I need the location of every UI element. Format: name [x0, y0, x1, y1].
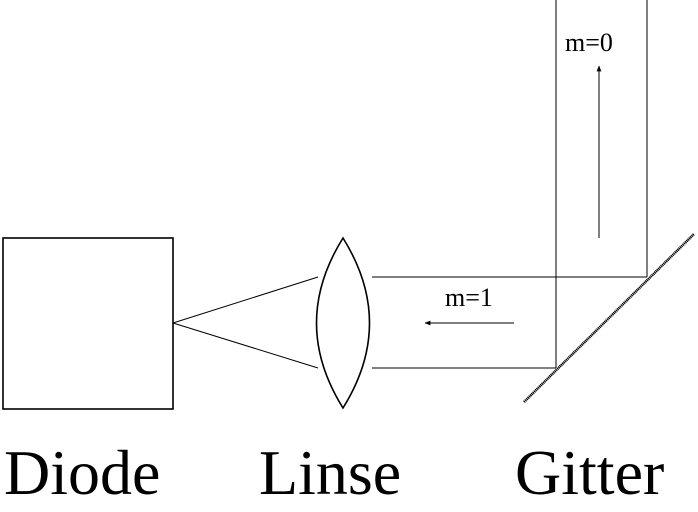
lens-label: Linse: [259, 437, 401, 508]
order-one-label: m=1: [445, 283, 493, 312]
diode-box: [2, 237, 174, 410]
diverging-beam-top: [172, 276, 319, 324]
grating-label: Gitter: [515, 437, 664, 508]
order-zero-label: m=0: [565, 28, 613, 57]
lens: [315, 236, 371, 410]
diverging-beam-bottom: [172, 322, 319, 369]
grating: [523, 233, 695, 403]
diode-label: Diode: [4, 437, 160, 508]
